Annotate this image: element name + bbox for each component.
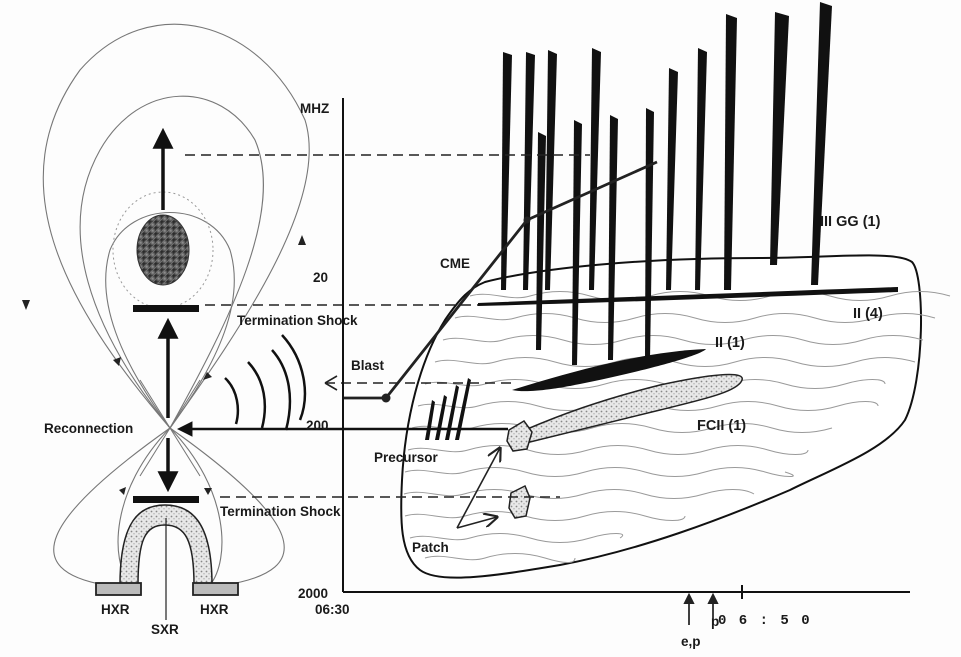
type-iii-spike: [666, 68, 678, 290]
type-iii-spike: [770, 12, 789, 265]
reconnection-label: Reconnection: [44, 421, 133, 436]
patch-upper: [506, 420, 533, 452]
time-end-label: 0 6 : 5 0: [718, 613, 812, 629]
patch-pointer-upper: [456, 448, 500, 529]
type-ii-label: II (1): [715, 335, 745, 351]
patch-label: Patch: [412, 540, 449, 555]
cme-trajectory: [343, 160, 658, 400]
type-iii-spike: [811, 2, 832, 285]
termination-shock-label-top: Termination Shock: [237, 313, 358, 328]
freq-tick-200: 200: [306, 418, 329, 433]
fcii-label: FCII (1): [697, 418, 746, 434]
blast-label: Blast: [351, 358, 385, 373]
type-iii-spike: [572, 120, 582, 365]
hxr-footpoint-right: [192, 582, 239, 596]
x-point-separatrix: [139, 379, 201, 477]
blast-wave-fronts: [224, 334, 307, 431]
freq-tick-20: 20: [313, 270, 328, 285]
type-iii-spike: [724, 14, 737, 290]
patch-lower: [508, 484, 531, 519]
time-start-label: 06:30: [315, 602, 350, 617]
type-iii-bursts: [501, 2, 832, 365]
magnetic-field-lines: [42, 23, 310, 586]
plasmoid-boundary: [112, 191, 214, 309]
plasmoid-blob: [136, 214, 190, 286]
hxr-footpoint-left: [95, 582, 142, 596]
fcii-band: [524, 373, 743, 443]
dynamic-spectrum: [176, 2, 951, 625]
hxr-label-left: HXR: [101, 602, 130, 617]
cme-kink-point: [523, 216, 531, 224]
type-iii-label: III GG (1): [820, 214, 881, 230]
particles-ep-label: e,p: [681, 634, 701, 649]
hxr-label-right: HXR: [200, 602, 229, 617]
blast-arrow-head: [324, 375, 338, 391]
connector-lines: [185, 154, 590, 498]
type-iii-spike: [523, 52, 535, 290]
precursor-label: Precursor: [374, 450, 439, 465]
type-ii-harmonic-label: II (4): [853, 306, 883, 322]
spectrum-contours: [403, 291, 951, 563]
cme-label: CME: [440, 256, 470, 271]
termination-shock-bar-top: [133, 305, 199, 312]
type-iii-spike: [545, 50, 557, 290]
patch-pointer-lower: [456, 517, 497, 529]
type-ii-harmonic-band: [478, 287, 898, 306]
type-iii-spike: [589, 48, 601, 290]
type-iii-spike: [536, 132, 546, 350]
termination-shock-bar-bottom: [133, 496, 199, 503]
freq-tick-2000: 2000: [298, 586, 328, 601]
particles-p-label: p: [711, 614, 719, 629]
reconnection-cartoon: [22, 23, 310, 620]
field-direction-arrows: [22, 235, 306, 495]
cme-start-point: [381, 393, 391, 403]
type-iii-spike: [695, 48, 707, 290]
type-ii-fundamental-band: [512, 349, 706, 392]
termination-shock-label-bottom: Termination Shock: [220, 504, 341, 519]
type-iii-spike: [501, 52, 512, 290]
frequency-unit-label: MHZ: [300, 101, 329, 116]
sxr-label: SXR: [151, 622, 179, 637]
